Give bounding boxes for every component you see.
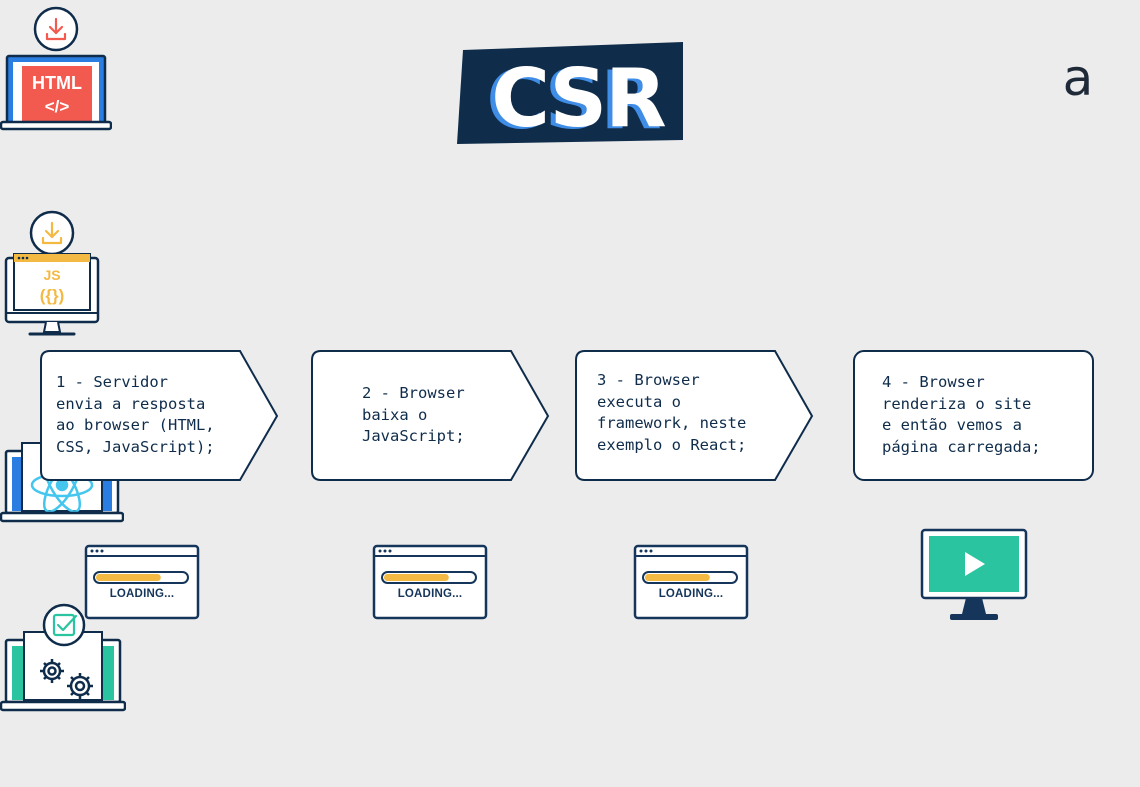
step-4-callout: 4 - Browser renderiza o site e então vem…: [853, 350, 1095, 482]
html-screen-label: HTML: [32, 73, 82, 93]
checkbox-icon: [52, 613, 78, 637]
loading-window: [633, 544, 749, 620]
braces-label: ({}): [40, 286, 65, 305]
progress-fill: [384, 574, 449, 581]
download-icon: [45, 17, 67, 41]
js-screen-label: JS: [43, 267, 60, 283]
loading-window: [84, 544, 200, 620]
step-1-callout: 1 - Servidor envia a resposta ao browser…: [40, 350, 280, 482]
step-1-text: 1 - Servidor envia a resposta ao browser…: [56, 373, 215, 456]
loading-label: LOADING...: [109, 588, 175, 600]
step-4-text: 4 - Browser renderiza o site e então vem…: [882, 373, 1041, 456]
progress-fill: [645, 574, 710, 581]
loading-window: [372, 544, 488, 620]
step-4: 4 - Browser renderiza o site e então vem…: [0, 350, 1140, 787]
title-shadow: CSR: [486, 54, 660, 144]
step-1: HTML </> 1 - Servidor envia a resposta a…: [0, 0, 1140, 620]
page-title: CSR: [491, 52, 665, 144]
code-tag-label: </>: [45, 97, 70, 116]
connector-line: [0, 170, 1140, 206]
title-banner: CSR CSR: [457, 42, 683, 144]
step-2-text: 2 - Browser baixa o JavaScript;: [362, 384, 465, 445]
step-3-callout: 3 - Browser executa o framework, neste e…: [575, 350, 815, 482]
rendered-page-monitor: [920, 528, 1028, 620]
connector-line: [0, 751, 1140, 787]
step-2: JS ({}) 2 - Browser baixa o JavaScript; …: [0, 206, 1140, 620]
connector-line: [0, 140, 1140, 170]
step-2-callout: 2 - Browser baixa o JavaScript;: [311, 350, 551, 482]
progress-fill: [96, 574, 161, 581]
play-icon: [965, 552, 985, 576]
html-laptop-illustration: HTML </>: [0, 6, 113, 131]
js-monitor-illustration: JS ({}): [4, 210, 100, 336]
download-icon: [41, 221, 63, 245]
loading-label: LOADING...: [658, 588, 724, 600]
loading-label: LOADING...: [397, 588, 463, 600]
brand-logo: a: [1062, 49, 1094, 107]
step-3-text: 3 - Browser executa o framework, neste e…: [597, 371, 747, 454]
connector-line: [0, 721, 1140, 751]
